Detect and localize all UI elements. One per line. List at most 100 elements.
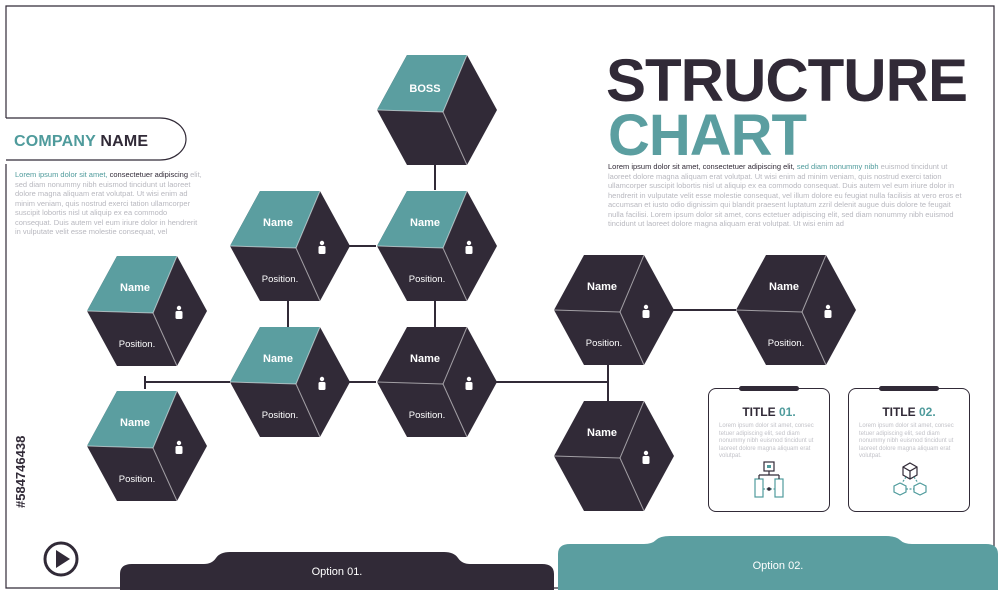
card-title-text: TITLE	[882, 405, 916, 419]
card-title-number: 02.	[918, 405, 936, 419]
card-title-text: TITLE	[742, 405, 776, 419]
person-icon	[465, 240, 473, 254]
node-position: Position.	[262, 410, 298, 421]
cube-edge	[152, 447, 178, 502]
server-network-icon	[754, 461, 784, 498]
intro-left-rest: elit, sed diam nonummy nibh euismod tinc…	[15, 170, 202, 236]
card-title: TITLE 01.	[709, 405, 829, 419]
cube-top-face	[87, 256, 177, 313]
option-2-button[interactable]: Option 02.	[558, 536, 998, 590]
cube-edge	[619, 400, 645, 459]
cube-edge	[152, 312, 178, 367]
person-icon	[175, 440, 183, 454]
cube-edge	[152, 390, 178, 449]
cube-edge	[442, 247, 468, 302]
cube-edge	[376, 109, 444, 113]
cube-edge	[152, 255, 178, 314]
cube-body	[554, 255, 674, 365]
title-card-2: TITLE 02. Lorem ipsum dolor sit amet, co…	[848, 386, 970, 512]
node-name: Name	[769, 281, 799, 293]
person-icon	[175, 305, 183, 319]
option-2-shape	[558, 536, 998, 590]
intro-left-dark: consectetuer adipiscing	[107, 170, 189, 179]
stock-id: #584746438	[13, 436, 28, 508]
cube-network-icon	[893, 462, 927, 496]
node-name: Name	[410, 353, 440, 365]
cube-edge	[442, 111, 468, 166]
intro-right-text: Lorem ipsum dolor sit amet, consectetuer…	[608, 162, 966, 229]
title-card-1: TITLE 01. Lorem ipsum dolor sit amet, co…	[708, 386, 830, 512]
company-name: COMPANY NAME	[14, 133, 148, 151]
cube-edge	[376, 245, 444, 249]
card-body-text: Lorem ipsum dolor sit amet, consec tetue…	[859, 423, 954, 459]
card-bar	[739, 386, 799, 391]
intro-right-teal: sed diam nonummy nibh	[794, 162, 879, 171]
cube-edge	[295, 190, 321, 249]
node-name: Name	[587, 281, 617, 293]
cube-edge	[376, 381, 444, 385]
cube-edge	[801, 311, 827, 366]
cube-top-face	[377, 55, 467, 112]
cube-edge	[295, 383, 321, 438]
node-position: Position.	[119, 339, 155, 350]
cube-edge	[553, 455, 621, 459]
cube-edge	[295, 326, 321, 385]
cube-edge	[442, 326, 468, 385]
cube-edge	[86, 310, 154, 314]
node-position: Position.	[262, 274, 298, 285]
intro-right-dark: Lorem ipsum dolor sit amet, consectetuer…	[608, 162, 795, 171]
node-position: Position.	[586, 338, 622, 349]
cube-top-face	[230, 327, 320, 384]
node-name: Name	[263, 217, 293, 229]
person-icon	[318, 376, 326, 390]
cube-edge	[86, 445, 154, 449]
stock-id-text: #584746438	[13, 436, 28, 508]
cube-nodes: BOSSNamePosition.NamePosition.NamePositi…	[86, 54, 856, 512]
person-icon	[465, 376, 473, 390]
node-position: Position.	[768, 338, 804, 349]
option-2-label: Option 02.	[752, 560, 804, 572]
node-name: Name	[120, 282, 150, 294]
node-position: Position.	[119, 474, 155, 485]
cube-edge	[229, 245, 297, 249]
cube-edge	[229, 381, 297, 385]
cube-edge	[295, 247, 321, 302]
cube-body	[377, 327, 497, 437]
cube-edge	[735, 309, 803, 313]
node-name: BOSS	[409, 83, 440, 95]
person-icon	[642, 450, 650, 464]
cube-top-face	[377, 191, 467, 248]
cube-edge	[442, 190, 468, 249]
node-name: Name	[263, 353, 293, 365]
card-body-text: Lorem ipsum dolor sit amet, consec tetue…	[719, 423, 814, 459]
option-1-label: Option 01.	[311, 566, 363, 578]
intro-right-rest: euismod tincidunt ut laoreet dolore magn…	[608, 162, 962, 228]
cube-body	[736, 255, 856, 365]
cube-edge	[801, 254, 827, 313]
person-icon	[318, 240, 326, 254]
cube-edge	[553, 309, 621, 313]
cube-edge	[619, 311, 645, 366]
intro-left-highlight: Lorem ipsum dolor sit amet,	[15, 170, 108, 179]
node-position: Position.	[409, 410, 445, 421]
cube-node-boss: BOSS	[376, 54, 497, 166]
company-name-part1: COMPANY	[14, 133, 96, 150]
option-1-button[interactable]: Option 01.	[120, 552, 554, 590]
node-name: Name	[410, 217, 440, 229]
card-title: TITLE 02.	[849, 405, 969, 419]
option-1-shape	[120, 552, 554, 590]
play-icon	[43, 541, 79, 577]
cube-edge	[619, 254, 645, 313]
title-line2: CHART	[608, 103, 807, 168]
cube-edge	[619, 457, 645, 512]
cube-node-n9: Name	[553, 400, 674, 512]
